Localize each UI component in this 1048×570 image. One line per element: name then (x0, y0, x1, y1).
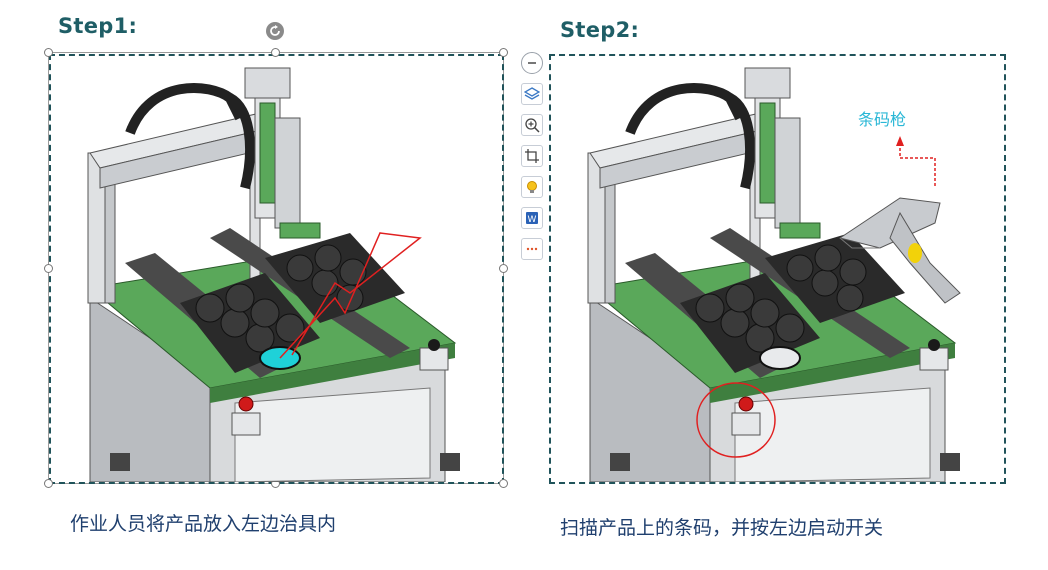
word-icon: W (526, 212, 538, 225)
word-button[interactable]: W (521, 207, 543, 229)
step2-frame (549, 54, 1006, 484)
crop-button[interactable] (521, 145, 543, 167)
step2-caption: 扫描产品上的条码，并按左边启动开关 (560, 517, 884, 539)
zoom-in-button[interactable] (521, 114, 543, 136)
step1-title: Step1: (58, 14, 138, 38)
more-button[interactable] (521, 238, 543, 260)
machine-image-step2 (587, 67, 961, 482)
resize-handle-left[interactable] (44, 264, 53, 273)
layers-icon (524, 87, 540, 100)
minus-icon (528, 62, 536, 64)
lightbulb-icon (527, 181, 537, 193)
more-icon (526, 247, 538, 251)
rotate-icon (270, 25, 280, 36)
step2-title: Step2: (560, 18, 640, 42)
minus-button[interactable] (521, 52, 543, 74)
ideas-button[interactable] (521, 176, 543, 198)
machine-image-step1 (87, 67, 460, 482)
scanner-label: 条码枪 (858, 110, 907, 129)
resize-handle-tl[interactable] (44, 48, 53, 57)
svg-text:W: W (528, 215, 537, 225)
crop-icon (525, 149, 539, 163)
layout-options-button[interactable] (521, 83, 543, 105)
step1-caption: 作业人员将产品放入左边治具内 (70, 513, 337, 535)
resize-handle-top[interactable] (271, 48, 280, 57)
zoom-in-icon (525, 118, 540, 133)
resize-handle-tr[interactable] (499, 48, 508, 57)
resize-handle-bl[interactable] (44, 479, 53, 488)
resize-handle-right[interactable] (499, 264, 508, 273)
resize-handle-br[interactable] (499, 479, 508, 488)
rotate-handle[interactable] (266, 22, 284, 40)
image-toolbar: W (517, 52, 547, 269)
